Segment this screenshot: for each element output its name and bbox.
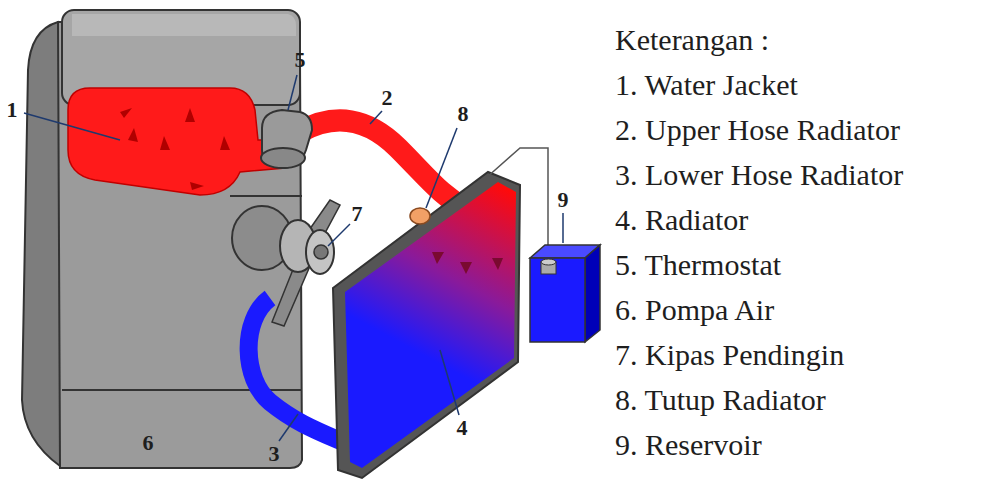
radiator-arrows xyxy=(432,252,503,274)
overflow-tube xyxy=(486,148,548,262)
radiator-core xyxy=(345,182,516,468)
callout-number: 9 xyxy=(558,189,569,211)
callout-number: 5 xyxy=(295,49,306,71)
legend-item: 6. Pompa Air xyxy=(615,295,774,325)
head-top xyxy=(72,14,296,36)
engine-side xyxy=(22,22,62,466)
legend-item: 9. Reservoir xyxy=(615,430,762,460)
upper-hose xyxy=(300,120,470,212)
water-jacket xyxy=(68,88,285,195)
callout-number: 8 xyxy=(458,103,469,125)
fan-blade xyxy=(272,262,310,326)
callout-number: 4 xyxy=(457,417,468,439)
radiator-frame xyxy=(333,172,520,478)
thermostat-flange xyxy=(261,148,305,168)
legend-heading: Keterangan : xyxy=(615,25,769,55)
legend-item: 4. Radiator xyxy=(615,205,748,235)
legend-item: 3. Lower Hose Radiator xyxy=(615,160,903,190)
callout-number: 2 xyxy=(382,87,393,109)
fan-hub xyxy=(314,245,328,259)
legend-item: 8. Tutup Radiator xyxy=(615,385,826,415)
thermostat xyxy=(262,110,312,168)
legend-item: 7. Kipas Pendingin xyxy=(615,340,844,370)
legend-item: 5. Thermostat xyxy=(615,250,781,280)
reservoir xyxy=(530,258,585,342)
callout-number: 6 xyxy=(143,432,154,454)
flow-arrows xyxy=(120,108,230,190)
legend-item: 2. Upper Hose Radiator xyxy=(615,115,900,145)
pulley xyxy=(306,230,334,274)
legend-item: 1. Water Jacket xyxy=(615,70,798,100)
callout-number: 1 xyxy=(7,99,18,121)
leader-lines xyxy=(24,75,563,441)
reservoir-cap-top xyxy=(541,259,556,265)
radiator-cap xyxy=(410,208,430,224)
reservoir-side xyxy=(585,245,600,342)
callout-number: 3 xyxy=(269,443,280,465)
callout-number: 7 xyxy=(352,203,363,225)
block-rim xyxy=(230,195,302,197)
